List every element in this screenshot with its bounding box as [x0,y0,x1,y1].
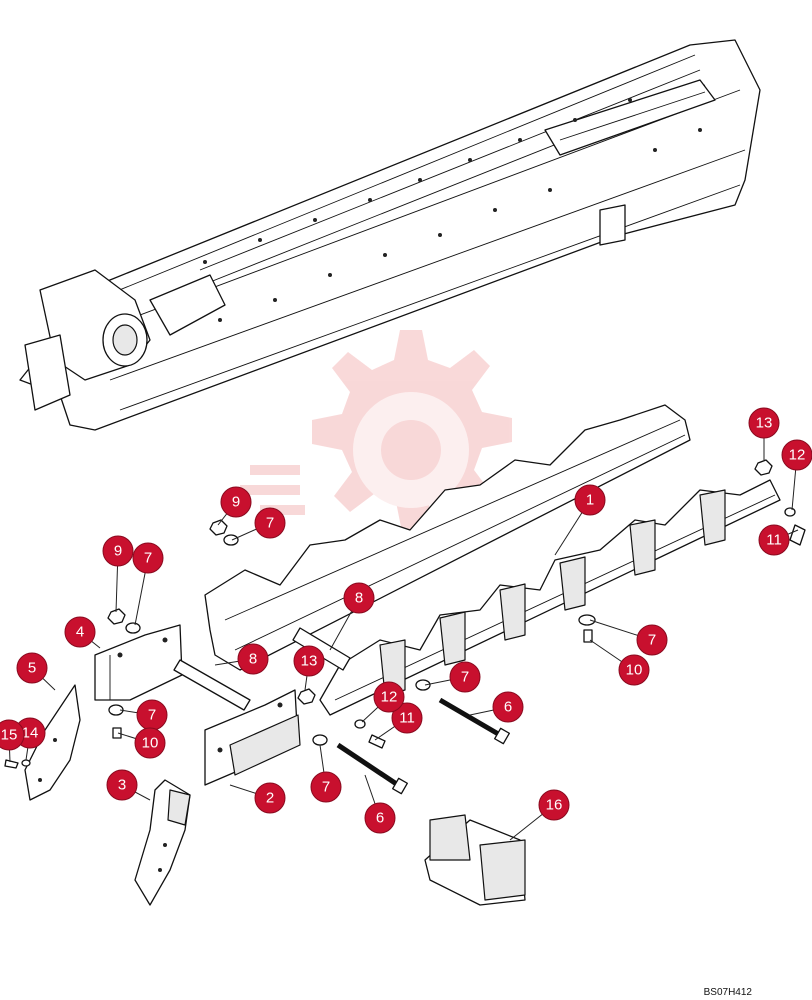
callout-label: 7 [461,669,469,686]
callout-7-d: 7 [449,661,481,693]
diagram-code: BS07H412 [703,987,752,998]
callout-1: 1 [574,484,606,516]
callout-11-b: 11 [758,524,790,556]
callout-10-a: 10 [134,727,166,759]
bracket-part-16 [424,814,526,906]
callout-label: 9 [114,543,122,560]
callout-6-lower: 6 [364,802,396,834]
callout-8-upper: 8 [343,582,375,614]
callout-3: 3 [106,769,138,801]
bolt-part-6-lower [336,742,408,795]
callout-2: 2 [254,782,286,814]
watermark-gear-logo [240,330,512,532]
callout-7-c: 7 [136,699,168,731]
callout-label: 13 [301,653,318,670]
callout-label: 7 [266,515,274,532]
callout-label: 11 [399,710,415,727]
bolt-part-6-upper [438,697,510,745]
callout-label: 3 [118,777,126,794]
bracket-part-4 [94,624,183,701]
small-fasteners [4,459,806,769]
callout-6-upper: 6 [492,691,524,723]
callout-label: 7 [144,550,152,567]
callout-label: 7 [648,632,656,649]
callout-10-b: 10 [618,654,650,686]
callout-label: 8 [249,651,257,668]
side-plate-part-3 [134,779,191,906]
callout-12-a: 12 [373,681,405,713]
lower-guide-rail [319,479,781,716]
callout-13-a: 13 [293,645,325,677]
callout-4: 4 [64,616,96,648]
callout-12-b: 12 [781,439,812,471]
callout-label: 7 [148,707,156,724]
callout-label: 16 [546,797,563,814]
callout-label: 15 [1,727,18,744]
callout-7-f: 7 [310,771,342,803]
rod-part-8-upper [292,627,351,671]
callout-label: 9 [232,494,240,511]
callout-label: 12 [381,689,398,706]
callout-label: 12 [789,447,806,464]
callout-label: 5 [28,660,36,677]
callout-15: 15 [0,719,25,751]
callout-label: 13 [756,415,773,432]
callout-label: 14 [22,725,39,742]
callout-7-e: 7 [636,624,668,656]
callout-label: 7 [322,779,330,796]
upper-guide-rail [204,404,691,671]
callout-8-lower: 8 [237,643,269,675]
callout-label: 2 [266,790,274,807]
callout-label: 8 [355,590,363,607]
callout-13-b: 13 [748,407,780,439]
callout-11-a: 11 [391,702,423,734]
callout-label: 11 [766,532,782,549]
main-frame [19,39,761,431]
callout-7-b: 7 [132,542,164,574]
callout-5: 5 [16,652,48,684]
rod-part-8-lower [173,659,251,711]
callout-9-b: 9 [102,535,134,567]
side-plate-part-5 [24,684,81,801]
callout-label: 6 [504,699,512,716]
callout-label: 6 [376,810,384,827]
callout-label: 4 [76,624,84,641]
callout-label: 10 [142,735,159,752]
callout-label: 1 [586,492,594,509]
callout-16: 16 [538,789,570,821]
callout-label: 10 [626,662,643,679]
callout-7-a: 7 [254,507,286,539]
callout-9-a: 9 [220,486,252,518]
bracket-part-2 [204,689,301,786]
